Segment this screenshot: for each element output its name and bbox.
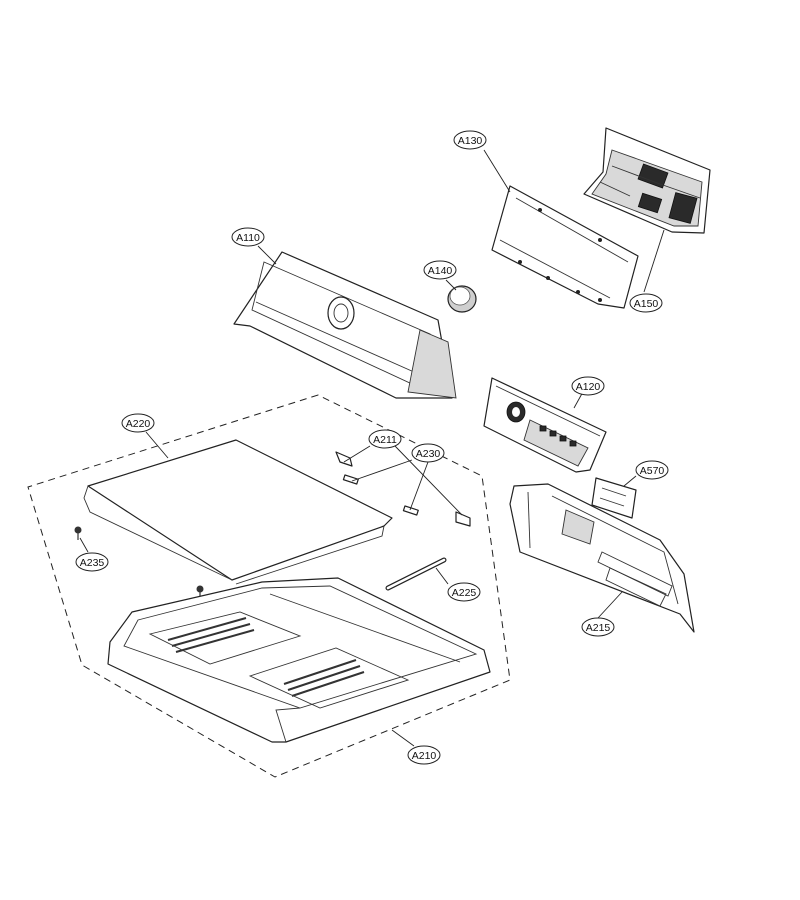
svg-text:A140: A140 xyxy=(428,265,453,277)
callout-a230: A230 xyxy=(411,443,445,463)
part-a570-bracket xyxy=(591,477,637,519)
callout-a570: A570 xyxy=(635,460,669,480)
svg-text:A210: A210 xyxy=(412,750,437,762)
svg-text:A235: A235 xyxy=(80,557,105,569)
part-a215-rear-frame xyxy=(509,483,695,633)
part-a150-control-housing xyxy=(583,127,711,234)
leader-lines xyxy=(79,149,665,747)
callout-a220: A220 xyxy=(121,413,155,433)
svg-text:A215: A215 xyxy=(586,622,611,634)
callout-a140: A140 xyxy=(423,260,457,280)
part-a140-knob xyxy=(447,285,477,313)
part-a211-hinge-right xyxy=(455,511,471,527)
callout-a120: A120 xyxy=(571,376,605,396)
part-a230-pin-right xyxy=(402,505,419,516)
svg-text:A150: A150 xyxy=(634,298,659,310)
callout-a211: A211 xyxy=(368,429,402,449)
callout-a130: A130 xyxy=(453,130,487,150)
part-a110-control-panel xyxy=(233,251,457,399)
part-a130-display-board xyxy=(491,185,639,309)
assembly-boundary xyxy=(27,394,511,778)
part-a210-top-cover xyxy=(107,577,491,743)
svg-text:A130: A130 xyxy=(458,135,483,147)
svg-text:A220: A220 xyxy=(126,418,151,430)
svg-text:A225: A225 xyxy=(452,587,477,599)
callout-a110: A110 xyxy=(231,227,265,247)
svg-text:A230: A230 xyxy=(416,448,441,460)
callout-a210: A210 xyxy=(407,745,441,765)
svg-text:A211: A211 xyxy=(373,434,397,446)
svg-text:A120: A120 xyxy=(576,381,601,393)
callout-a225: A225 xyxy=(447,582,481,602)
callout-a150: A150 xyxy=(629,293,663,313)
callout-a235: A235 xyxy=(75,552,109,572)
part-a120-main-board xyxy=(483,377,607,473)
part-a220-lid xyxy=(83,439,393,585)
part-a235-screw xyxy=(74,526,204,599)
part-a230-pin-left xyxy=(342,474,359,485)
svg-text:A110: A110 xyxy=(236,232,260,244)
svg-text:A570: A570 xyxy=(640,465,665,477)
part-a211-hinge-left xyxy=(335,451,353,467)
part-a225-damper xyxy=(385,557,447,591)
callout-a215: A215 xyxy=(581,617,615,637)
